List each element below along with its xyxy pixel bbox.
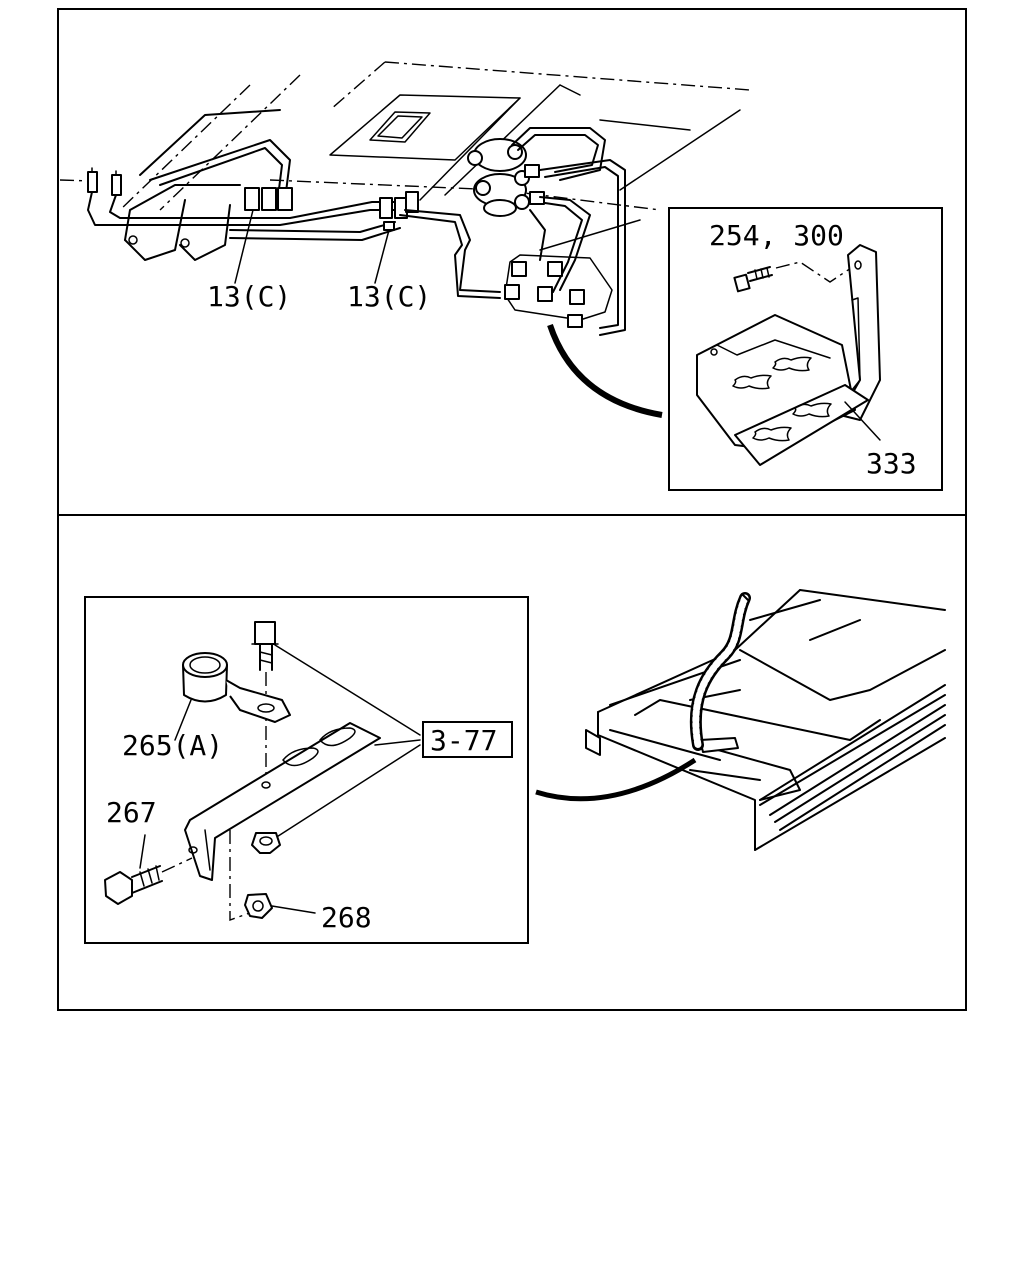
bolt-label: 254, 300 <box>709 219 844 252</box>
clip-label-right: 13(C) <box>347 280 431 313</box>
frame-rail-cable <box>535 589 946 851</box>
clip-label-left: 13(C) <box>207 280 291 313</box>
ref-box-label[interactable]: 3-77 <box>430 724 497 757</box>
clamp-assembly <box>104 621 421 921</box>
protector-bracket <box>696 244 881 466</box>
clamp-label: 265(A) <box>122 729 223 762</box>
nut-268-label: 268 <box>321 901 372 934</box>
bottom-panel-frame <box>57 514 967 1011</box>
bolt-267-label: 267 <box>106 796 157 829</box>
bracket-label: 333 <box>866 447 917 480</box>
ref-box[interactable] <box>422 721 513 758</box>
brake-pipe-assembly <box>59 61 751 418</box>
